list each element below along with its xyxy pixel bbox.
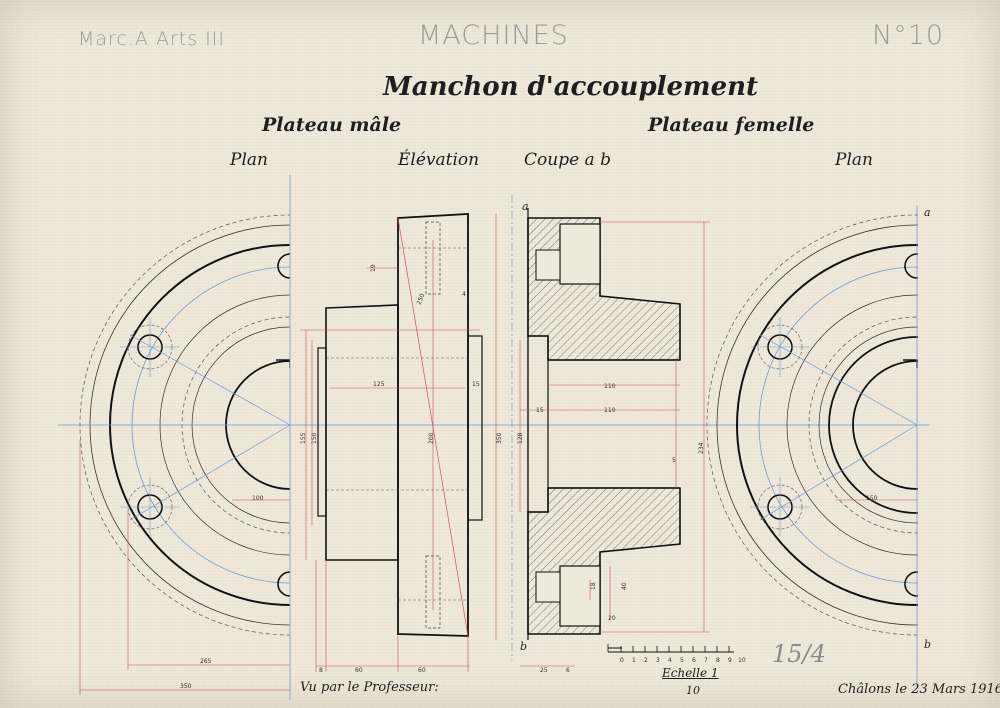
dim-label: 20 [608,615,616,622]
scale-tick-label: 7 [704,657,708,664]
scale-tick-label: 4 [668,657,672,664]
dim-label: 265 [200,658,212,665]
dim-label: 19 [370,264,377,272]
dim-label: 60 [355,667,363,674]
section-mark-a-right: a [924,206,931,219]
dim-label: 200 [428,432,435,444]
dim-label: 150 [311,432,318,444]
view-label-section: Coupe a b [524,150,611,170]
section-mark-a: a [522,200,529,213]
dim-label: 125 [373,381,385,388]
dim-label: 15 [472,381,480,388]
scale-tick-label: 9 [728,657,732,664]
dim-label: 4 [462,291,466,298]
scale-label: Echelle 1 [662,666,719,680]
dim-label: 100 [252,495,264,502]
view-label-plan-left: Plan [230,150,268,170]
dim-label: 60 [418,667,426,674]
dim-label: 8 [319,667,323,674]
dim-label: 25 [540,667,548,674]
scale-bar: 0 1 2 3 4 5 6 7 8 9 10 [607,644,746,664]
dim-label: 128 [517,432,524,444]
scale-denominator: 10 [686,684,700,697]
section-mark-b: b [520,640,527,653]
header-sheet-number: N°10 [872,20,945,51]
section-mark-b-right: b [924,638,931,651]
scale-tick-label: 3 [656,657,660,664]
header-category: MACHINES [418,20,569,51]
dim-label: 155 [300,432,307,444]
scale-tick-label: 0 [620,657,624,664]
dim-label: 350 [496,432,503,444]
dim-label: 15 [536,407,544,414]
dim-label: 150 [866,495,878,502]
professor-approval-label: Vu par le Professeur: [300,680,439,695]
scale-tick-label: 1 [632,657,636,664]
grade-signature: 15/4 [772,640,826,668]
dim-label: 234 [698,442,705,454]
subtitle-male-plate: Plateau mâle [262,114,402,136]
section-view [527,208,681,640]
scale-tick-label: 10 [738,657,746,664]
subtitle-female-plate: Plateau femelle [648,114,815,136]
scale-tick-label: 5 [680,657,684,664]
view-label-elevation: Élévation [398,150,480,170]
scale-tick-label: 8 [716,657,720,664]
dim-label: 6 [566,667,570,674]
scale-tick-label: 6 [692,657,696,664]
dim-label: 350 [180,683,192,690]
dim-label: 5 [672,457,676,464]
dim-label: 18 [590,582,597,590]
drawing-title: Manchon d'accouplement [383,72,759,102]
dim-label: 40 [621,582,628,590]
scale-tick-label: 2 [644,657,648,664]
place-and-date: Châlons le 23 Mars 1916 [838,682,1000,697]
dim-label: 110 [604,407,616,414]
view-label-plan-right: Plan [835,150,873,170]
dim-label: 110 [604,383,616,390]
dim-label: 250 [416,292,427,305]
header-course-label: Marc.A Arts III [78,28,225,50]
